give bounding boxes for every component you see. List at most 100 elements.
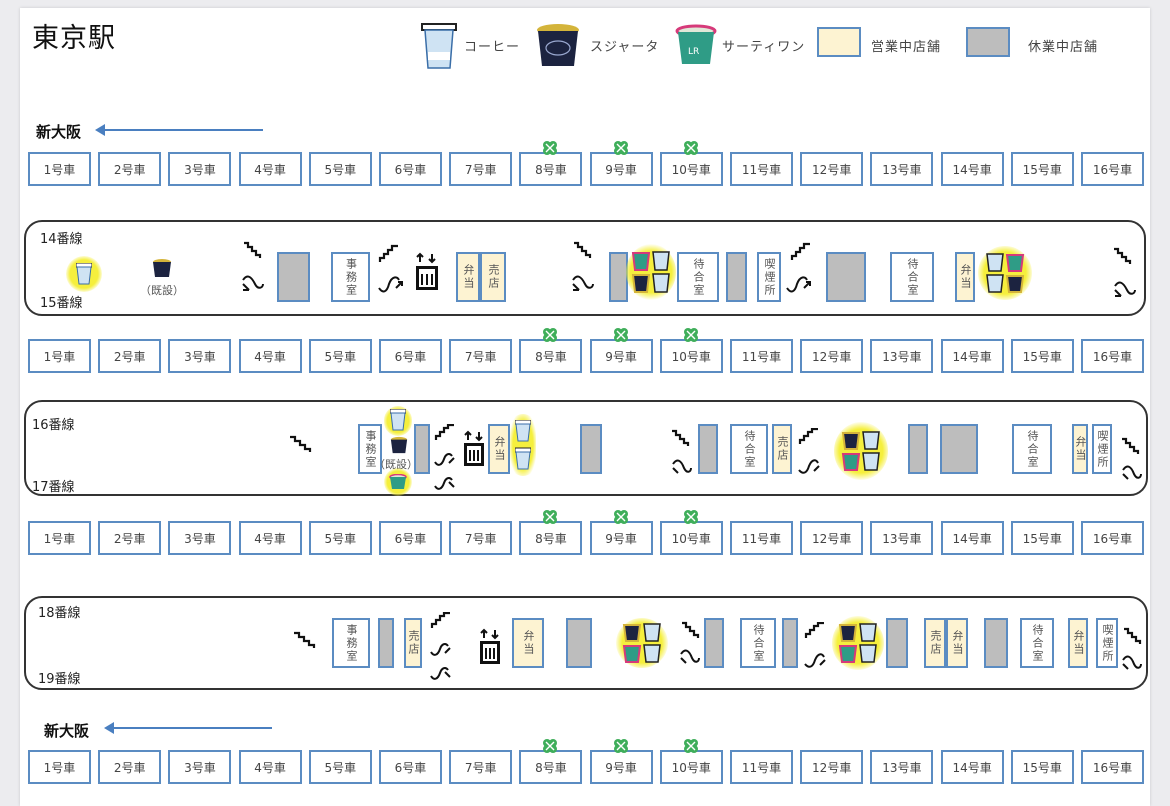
car-16[interactable]: 16号車 xyxy=(1081,521,1144,555)
car-16[interactable]: 16号車 xyxy=(1081,750,1144,784)
car-5[interactable]: 5号車 xyxy=(308,521,372,555)
car-7[interactable]: 7号車 xyxy=(449,339,513,373)
car-6[interactable]: 6号車 xyxy=(379,521,442,555)
car-2[interactable]: 2号車 xyxy=(98,521,162,555)
closed-store xyxy=(908,424,928,474)
car-3[interactable]: 3号車 xyxy=(168,152,232,186)
car-6[interactable]: 6号車 xyxy=(379,750,442,784)
sujata-icon xyxy=(390,436,408,454)
coffee-location[interactable] xyxy=(66,256,102,292)
room-kiosk: 売店 xyxy=(772,424,792,474)
escalator-down-icon xyxy=(1120,458,1144,482)
car-2[interactable]: 2号車 xyxy=(98,750,162,784)
car-8[interactable]: 8号車 xyxy=(519,339,583,373)
car-12[interactable]: 12号車 xyxy=(800,521,864,555)
green-car-icon xyxy=(542,327,558,343)
car-3[interactable]: 3号車 xyxy=(168,750,232,784)
car-13[interactable]: 13号車 xyxy=(870,152,934,186)
car-1[interactable]: 1号車 xyxy=(28,750,91,784)
car-10[interactable]: 10号車 xyxy=(659,339,723,373)
car-13[interactable]: 13号車 xyxy=(870,521,934,555)
vending-cluster[interactable] xyxy=(626,244,676,300)
car-14[interactable]: 14号車 xyxy=(940,521,1004,555)
vending-cluster[interactable] xyxy=(832,616,884,670)
sujata-existing xyxy=(390,436,408,454)
vending-cluster[interactable] xyxy=(834,422,888,480)
closed-store xyxy=(566,618,592,668)
car-6[interactable]: 6号車 xyxy=(379,339,442,373)
stairs-down-icon xyxy=(292,630,320,650)
car-12[interactable]: 12号車 xyxy=(800,750,864,784)
escalator-down-icon xyxy=(570,266,596,292)
closed-store xyxy=(277,252,310,302)
escalator-up-icon xyxy=(376,268,404,294)
coffee-location[interactable] xyxy=(510,414,536,476)
car-14[interactable]: 14号車 xyxy=(940,750,1004,784)
car-3[interactable]: 3号車 xyxy=(168,521,232,555)
car-15[interactable]: 15号車 xyxy=(1010,750,1074,784)
car-10[interactable]: 10号車 xyxy=(659,750,723,784)
car-12[interactable]: 12号車 xyxy=(800,339,864,373)
car-9[interactable]: 9号車 xyxy=(589,521,653,555)
closed-store xyxy=(414,424,430,474)
car-7[interactable]: 7号車 xyxy=(449,521,513,555)
direction-label: 新大阪 xyxy=(36,123,82,141)
car-12[interactable]: 12号車 xyxy=(800,152,864,186)
legend-closed-swatch xyxy=(966,27,1010,57)
room-waiting: 待合室 xyxy=(1020,618,1054,668)
car-6[interactable]: 6号車 xyxy=(379,152,442,186)
car-4[interactable]: 4号車 xyxy=(238,750,302,784)
car-3[interactable]: 3号車 xyxy=(168,339,232,373)
car-8[interactable]: 8号車 xyxy=(519,521,583,555)
green-car-icon xyxy=(683,327,699,343)
car-4[interactable]: 4号車 xyxy=(238,152,302,186)
car-4[interactable]: 4号車 xyxy=(238,339,302,373)
room-waiting: 待合室 xyxy=(677,252,719,302)
closed-store xyxy=(984,618,1008,668)
coffee-location[interactable] xyxy=(384,406,412,436)
car-9[interactable]: 9号車 xyxy=(589,152,653,186)
car-1[interactable]: 1号車 xyxy=(28,339,91,373)
vending-cluster[interactable] xyxy=(978,246,1032,300)
car-1[interactable]: 1号車 xyxy=(28,152,91,186)
car-11[interactable]: 11号車 xyxy=(730,339,793,373)
green-car-icon xyxy=(542,509,558,525)
car-15[interactable]: 15号車 xyxy=(1010,339,1074,373)
line-label-16: 16番線 xyxy=(32,418,75,433)
escalator-down-icon xyxy=(432,470,456,492)
car-15[interactable]: 15号車 xyxy=(1010,521,1074,555)
car-1[interactable]: 1号車 xyxy=(28,521,91,555)
car-14[interactable]: 14号車 xyxy=(940,152,1004,186)
car-14[interactable]: 14号車 xyxy=(940,339,1004,373)
car-10[interactable]: 10号車 xyxy=(659,521,723,555)
car-4[interactable]: 4号車 xyxy=(238,521,302,555)
car-2[interactable]: 2号車 xyxy=(98,152,162,186)
car-11[interactable]: 11号車 xyxy=(730,750,793,784)
room-bento: 弁当 xyxy=(456,252,480,302)
car-13[interactable]: 13号車 xyxy=(870,339,934,373)
coffee-icon xyxy=(515,420,531,470)
car-9[interactable]: 9号車 xyxy=(589,339,653,373)
car-5[interactable]: 5号車 xyxy=(308,750,372,784)
car-8[interactable]: 8号車 xyxy=(519,750,583,784)
thirtyone-location[interactable] xyxy=(384,468,412,496)
vending-cluster[interactable] xyxy=(616,618,668,668)
room-kiosk: 売店 xyxy=(924,618,946,668)
car-11[interactable]: 11号車 xyxy=(730,521,793,555)
car-16[interactable]: 16号車 xyxy=(1081,152,1144,186)
room-waiting: 待合室 xyxy=(730,424,768,474)
car-7[interactable]: 7号車 xyxy=(449,152,513,186)
car-11[interactable]: 11号車 xyxy=(730,152,793,186)
green-car-icon xyxy=(542,738,558,754)
escalator-down-icon xyxy=(240,266,266,292)
car-8[interactable]: 8号車 xyxy=(519,152,583,186)
car-10[interactable]: 10号車 xyxy=(659,152,723,186)
car-15[interactable]: 15号車 xyxy=(1010,152,1074,186)
car-2[interactable]: 2号車 xyxy=(98,339,162,373)
car-7[interactable]: 7号車 xyxy=(449,750,513,784)
car-13[interactable]: 13号車 xyxy=(870,750,934,784)
car-5[interactable]: 5号車 xyxy=(308,152,372,186)
car-16[interactable]: 16号車 xyxy=(1081,339,1144,373)
car-5[interactable]: 5号車 xyxy=(308,339,372,373)
car-9[interactable]: 9号車 xyxy=(589,750,653,784)
